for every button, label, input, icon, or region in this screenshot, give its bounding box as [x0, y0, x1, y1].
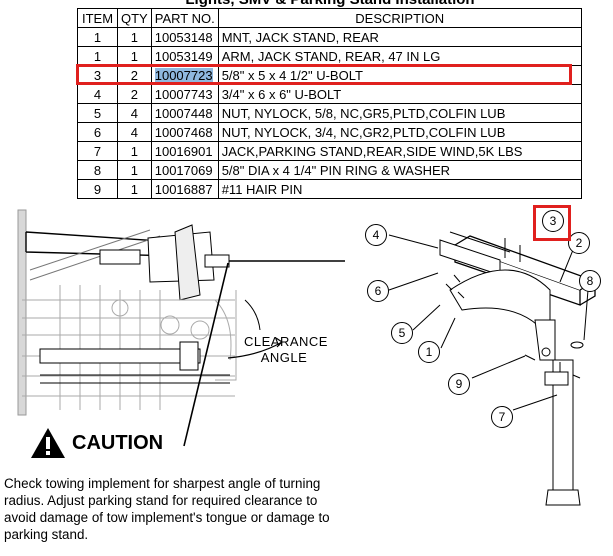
part-no-cell: 10017069	[150, 160, 219, 180]
callout-9: 9	[448, 373, 470, 395]
caution-heading: CAUTION	[30, 427, 163, 459]
description-cell: #11 HAIR PIN	[217, 179, 582, 199]
top-view-diagram	[17, 209, 345, 447]
description-cell: 5/8" DIA x 4 1/4" PIN RING & WASHER	[217, 160, 582, 180]
table-header-row: ITEM QTY PART NO. DESCRIPTION	[77, 8, 582, 28]
part-no-cell: 10007723	[150, 65, 219, 85]
selected-part-number: 10007723	[154, 67, 213, 83]
caution-title: CAUTION	[72, 431, 164, 454]
clearance-angle-label: CLEARANCE ANGLE	[244, 334, 328, 365]
highlight-box-row-3	[76, 64, 572, 85]
exploded-view-diagram	[439, 231, 597, 506]
warning-triangle-icon	[31, 428, 65, 458]
callout-5: 5	[391, 322, 413, 344]
part-no-cell: 10016901	[150, 141, 219, 161]
part-no-cell: 10053149	[150, 46, 219, 66]
description-cell: 3/4" x 6 x 6" U-BOLT	[217, 84, 582, 104]
description-cell: NUT, NYLOCK, 5/8, NC,GR5,PLTD,COLFIN LUB	[217, 103, 582, 123]
column-header-description: DESCRIPTION	[217, 8, 582, 28]
description-cell: ARM, JACK STAND, REAR, 47 IN LG	[217, 46, 582, 66]
page-title: Lights, SMV & Parking Stand Installation	[80, 0, 580, 8]
callout-2: 2	[568, 232, 590, 254]
callout-6: 6	[367, 280, 389, 302]
highlight-box-callout-3	[533, 205, 571, 241]
part-no-cell: 10016887	[150, 179, 219, 199]
callout-8: 8	[579, 270, 601, 292]
description-cell: NUT, NYLOCK, 3/4, NC,GR2,PLTD,COLFIN LUB	[217, 122, 582, 142]
callout-1: 1	[418, 341, 440, 363]
item-cell: 8	[77, 160, 118, 180]
caution-text: Check towing implement for sharpest angl…	[4, 476, 330, 542]
callout-7: 7	[491, 406, 513, 428]
column-header-part-no: PART NO.	[150, 8, 219, 28]
callout-3: 3	[542, 210, 564, 232]
part-no-cell: 10007743	[150, 84, 219, 104]
description-cell: JACK,PARKING STAND,REAR,SIDE WIND,5K LBS	[217, 141, 582, 161]
item-cell: 9	[77, 179, 118, 199]
callout-4: 4	[365, 224, 387, 246]
